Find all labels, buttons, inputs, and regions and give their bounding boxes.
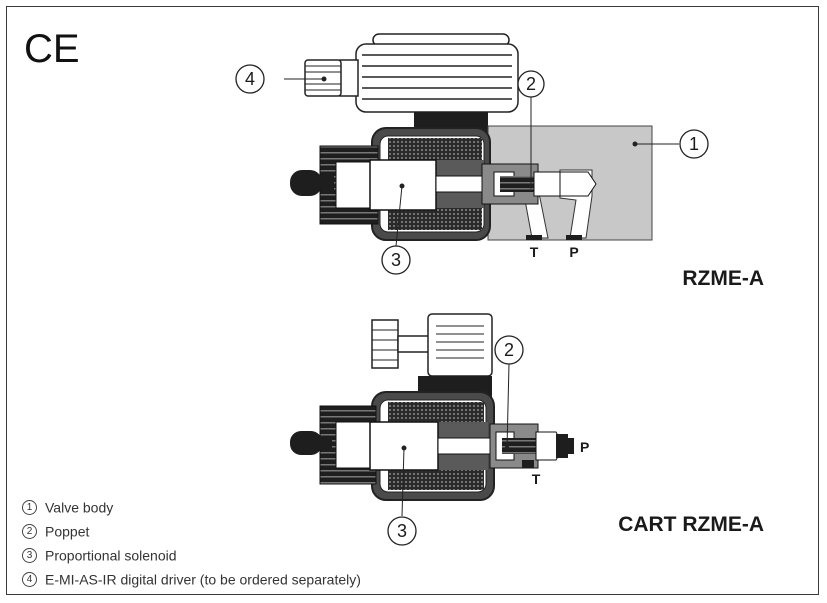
legend-text-3: Proportional solenoid <box>45 547 177 564</box>
callout-3-bottom-number: 3 <box>397 521 407 541</box>
callout-4-number: 4 <box>245 69 255 89</box>
digital-driver <box>304 33 519 140</box>
callout-2-bottom: 2 <box>494 335 524 365</box>
legend-item-1: 1 Valve body <box>22 494 542 518</box>
model-label-cart-rzme-a: CART RZME-A <box>618 513 764 536</box>
callout-1-number: 1 <box>689 134 699 154</box>
legend-number-3: 3 <box>22 547 37 563</box>
legend-item-4: 4 E-MI-AS-IR digital driver (to be ordere… <box>22 566 542 590</box>
callout-1: 1 <box>679 129 709 159</box>
legend-number-4: 4 <box>22 571 37 587</box>
port-t-bottom: T <box>532 471 541 487</box>
port-p-top: P <box>569 244 578 260</box>
legend-text-4: E-MI-AS-IR digital driver (to be ordered… <box>45 571 361 588</box>
legend-number-1: 1 <box>22 499 37 515</box>
legend-item-3: 3 Proportional solenoid <box>22 542 542 566</box>
callout-3-bottom: 3 <box>387 516 417 546</box>
ce-mark: CE <box>24 27 80 71</box>
port-p-bottom: P <box>580 439 589 455</box>
legend-text-2: Poppet <box>45 523 90 540</box>
leader-lines <box>284 76 679 517</box>
legend-item-2: 2 Poppet <box>22 518 542 542</box>
legend-number-2: 2 <box>22 523 37 539</box>
rzme-a-assembly <box>290 33 653 241</box>
callout-3-top: 3 <box>381 245 411 275</box>
legend-text-1: Valve body <box>45 499 114 516</box>
callout-2-top: 2 <box>517 70 545 98</box>
callout-2-top-number: 2 <box>526 74 536 94</box>
callout-2-bottom-number: 2 <box>504 340 514 360</box>
callout-4: 4 <box>235 64 265 94</box>
cart-rzme-a-assembly <box>290 313 574 501</box>
port-t-top: T <box>530 244 539 260</box>
model-label-rzme-a: RZME-A <box>682 267 764 290</box>
callout-3-top-number: 3 <box>391 250 401 270</box>
